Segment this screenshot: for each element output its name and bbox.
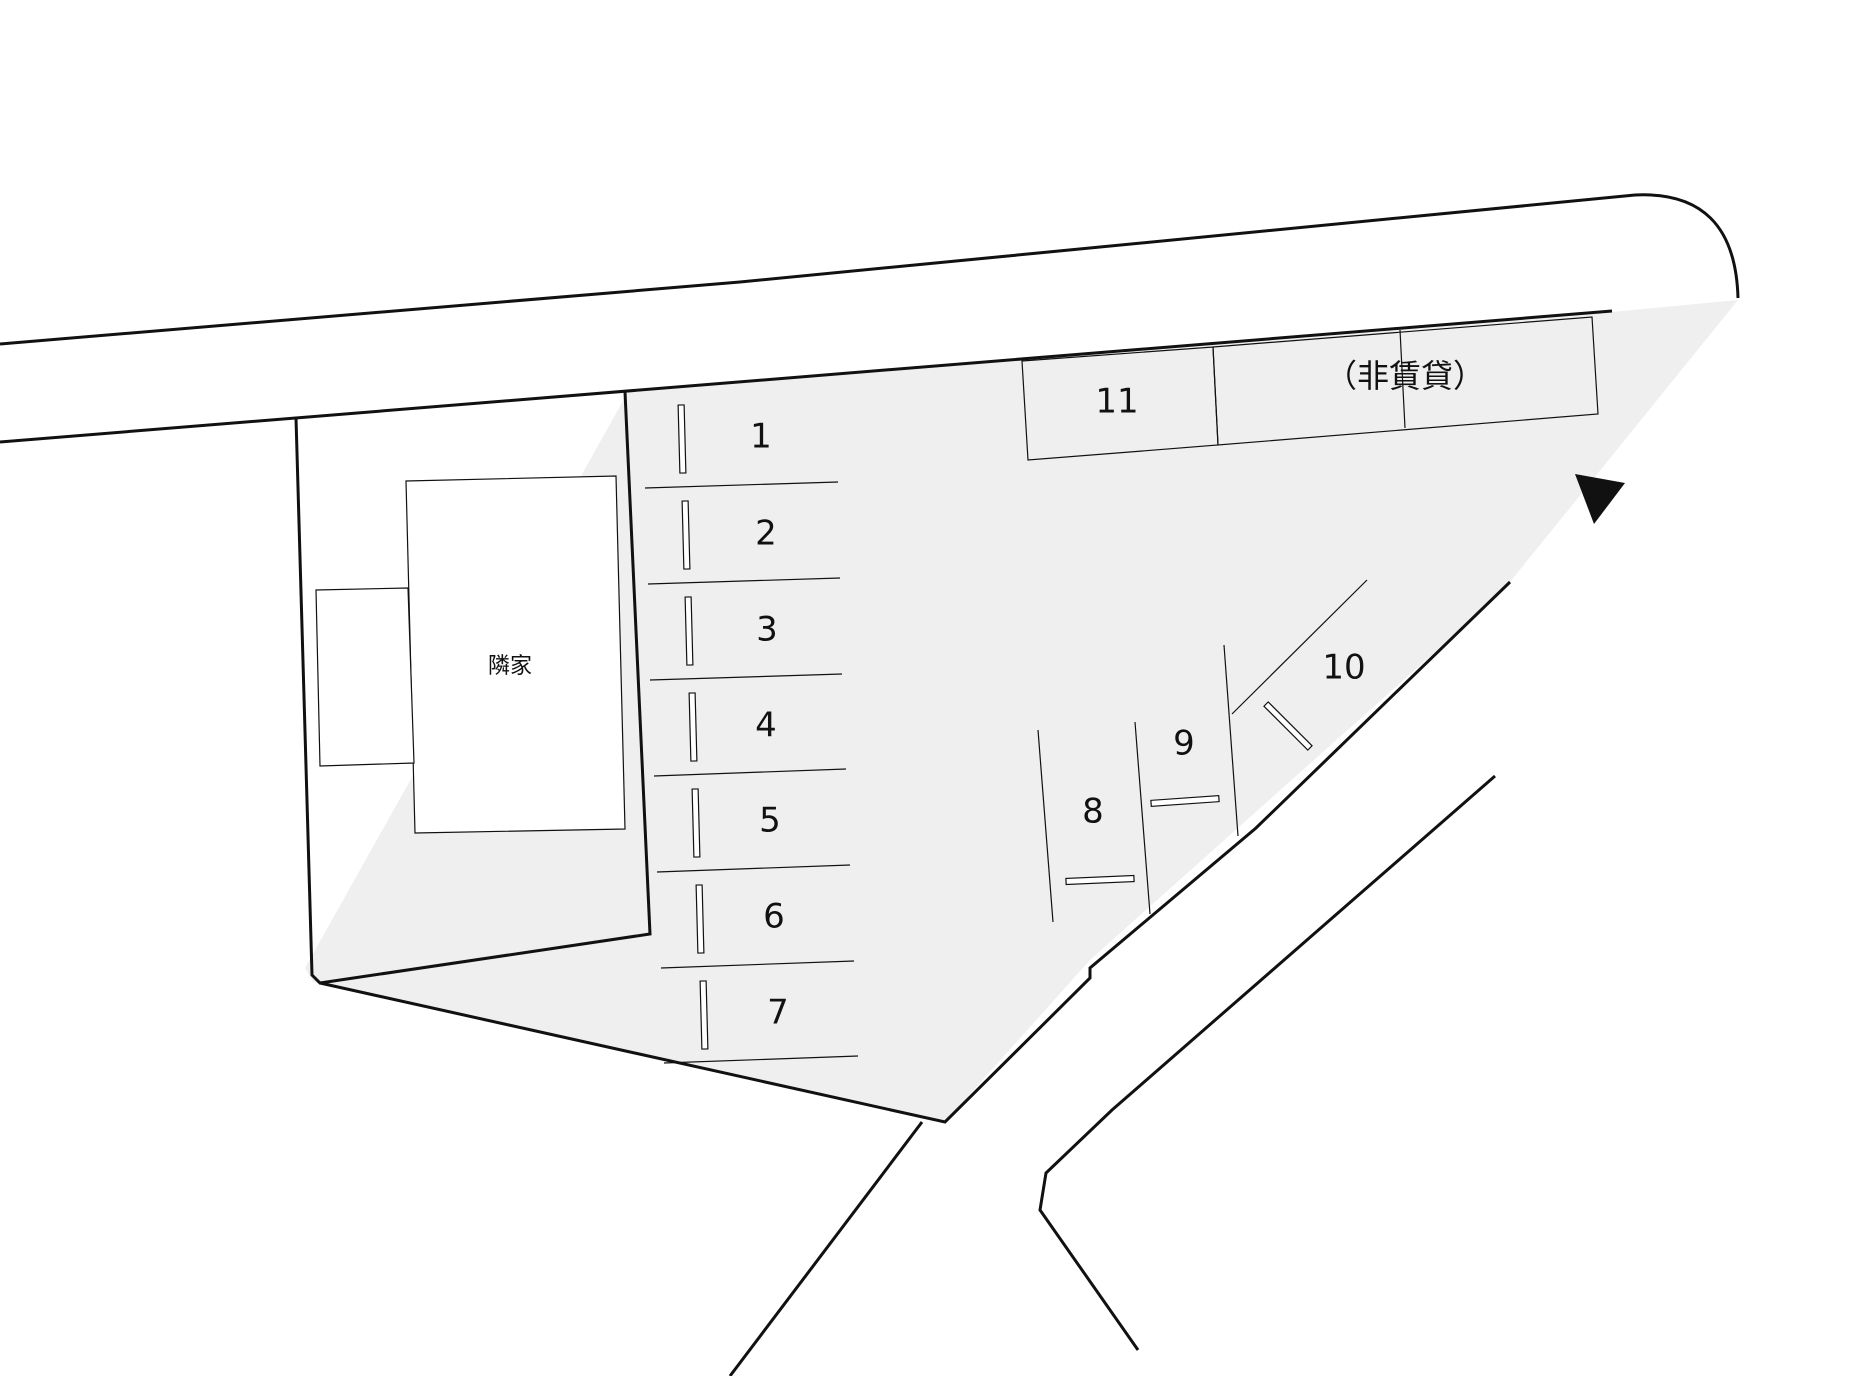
- space-label-6: 6: [763, 897, 785, 937]
- space-label-10: 10: [1322, 648, 1365, 688]
- road-top-outer-edge: [0, 193, 1740, 346]
- non-rental-box: [1212, 316, 1599, 446]
- space-label-7: 7: [767, 993, 789, 1033]
- space-label-2: 2: [755, 514, 777, 554]
- space-label-4: 4: [755, 706, 777, 746]
- space-label-8: 8: [1082, 792, 1104, 832]
- right-row-wheel-stops: [1065, 701, 1313, 886]
- right-row-dividers: [1037, 579, 1368, 923]
- space-label-3: 3: [756, 610, 778, 650]
- left-row-wheel-stops: [677, 404, 709, 1050]
- left-row-dividers: [644, 481, 859, 1064]
- non-rental-label: （非賃貸）: [1325, 357, 1485, 395]
- space-labels: 1 2 3 4 5 6 7 8 9 10 11 （非賃貸）: [750, 357, 1485, 1033]
- space-label-1: 1: [750, 417, 772, 457]
- road-top-inner-edge: [0, 309, 1613, 444]
- lot-south-boundary: [319, 580, 1512, 1124]
- neighbor-house-annex: [315, 587, 415, 767]
- space-label-9: 9: [1173, 724, 1195, 764]
- entrance-arrow-icon: [1575, 474, 1625, 524]
- road-south-left-edge: [728, 1121, 924, 1376]
- space-label-11: 11: [1095, 382, 1138, 422]
- parking-lot-area: [305, 300, 1738, 1122]
- space-label-5: 5: [759, 801, 781, 841]
- neighbor-house-label: 隣家: [488, 654, 532, 679]
- non-rental-divider: [1399, 329, 1406, 429]
- road-south-right-edge: [1038, 774, 1496, 1351]
